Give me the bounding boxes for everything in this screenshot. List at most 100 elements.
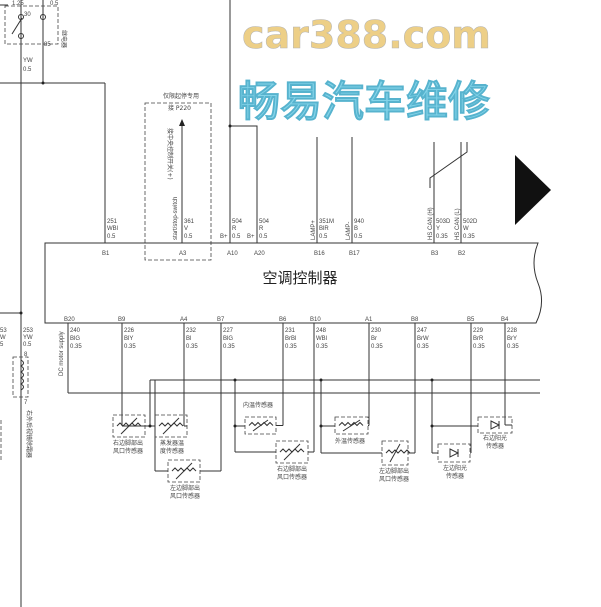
sensor-label: 内温传感器 <box>243 401 273 409</box>
wire-color: BrW <box>417 336 429 342</box>
left-wiring <box>0 0 105 607</box>
relay-name: 继电器 <box>60 30 68 48</box>
wire-gauge: 0.35 <box>124 344 136 350</box>
wire-label: 253 <box>23 328 34 334</box>
wire-color: BlR <box>319 226 329 232</box>
wire-gauge: 0.35 <box>223 344 235 350</box>
wire-gauge: 0.35 <box>436 234 448 240</box>
wire-color: R <box>232 226 237 232</box>
wire-color: BlY <box>124 336 133 342</box>
wire-number: 940 <box>354 219 365 225</box>
wire-gauge: 0.5 <box>184 234 193 240</box>
pin-label: A3 <box>179 251 187 257</box>
wire-number: 361 <box>184 219 195 225</box>
wire-color: R <box>259 226 264 232</box>
wire-gauge: 0.35 <box>507 344 519 350</box>
watermark-brand: 畅易汽车维修 <box>238 77 491 126</box>
wire-gauge: 0.5 <box>319 234 328 240</box>
photodiode-icon <box>490 420 501 430</box>
sensor-thermistor: 外温传感器 <box>334 323 370 445</box>
sensor-thermistor: 右边脚部出风口传感器 <box>275 323 315 481</box>
watermark-site: car388.com <box>242 13 491 57</box>
relay-label: 1.25 <box>12 1 24 7</box>
wire-gauge: 0.5 <box>259 234 268 240</box>
sensor-label: 外温传感器 <box>335 437 365 445</box>
pin-label: A1 <box>365 317 373 323</box>
pin-function: DC motor supply <box>59 331 65 376</box>
pin-label: B8 <box>411 317 419 323</box>
wire-number: 248 <box>316 328 327 334</box>
controller-title: 空调控制器 <box>262 269 337 287</box>
wire-number: 503D <box>436 219 451 225</box>
sensor-label: 左边脚部出风口传感器 <box>170 484 200 500</box>
pin-label: B10 <box>310 317 321 323</box>
start-stop-note: 仅限起停专用 <box>163 92 199 100</box>
wire-color: W <box>463 226 469 232</box>
device-label: 右外后视镜除霜器 <box>25 410 33 458</box>
start-stop-connect2: 接中央控制开关(+) <box>166 128 174 180</box>
pin-function: HS CAN (H) <box>428 207 434 240</box>
pin-label: B4 <box>501 317 509 323</box>
wire-number: 229 <box>473 328 484 334</box>
wire-gauge: 0.5 <box>107 234 116 240</box>
pin-label: B17 <box>349 251 360 257</box>
wire-number: 504 <box>259 219 270 225</box>
wire-color: Bl <box>186 336 191 342</box>
sensor-label: 左边脚部出风口传感器 <box>379 467 409 483</box>
sensor-label: 蒸发器温度传感器 <box>160 439 184 455</box>
wire-number: 230 <box>371 328 382 334</box>
wire-gauge: 0.35 <box>285 344 297 350</box>
start-stop-signal: start/stop-switch <box>173 197 179 240</box>
pin-label: B3 <box>431 251 439 257</box>
pin-label: B5 <box>467 317 475 323</box>
wire-color: WBl <box>316 336 327 342</box>
wire-gauge: 0.35 <box>371 344 383 350</box>
wire-color: Y <box>436 226 440 232</box>
sensor-thermistor: 内温传感器 <box>243 323 284 435</box>
wire-gauge: 0.35 <box>463 234 475 240</box>
wire-color: BrBl <box>285 336 296 342</box>
wire-number: 251 <box>107 219 118 225</box>
sensor-thermistor: 左边脚部出风口传感器 <box>167 323 222 500</box>
relay-label: 0.5 <box>50 1 59 7</box>
pin-label: B20 <box>64 317 75 323</box>
relay-label: 30 <box>24 12 31 18</box>
wire-gauge: 0.35 <box>417 344 429 350</box>
wire-color: V <box>184 226 188 232</box>
wire-color: WBl <box>107 226 118 232</box>
wire-gauge: 0.35 <box>186 344 198 350</box>
wire-number: 504 <box>232 219 243 225</box>
wire-gauge: 0.5 <box>354 234 363 240</box>
pin-label: A4 <box>180 317 188 323</box>
pin-function: LAMP- <box>346 222 352 240</box>
wire-color: B <box>354 226 358 232</box>
wire-gauge: 0.5 <box>23 67 32 73</box>
start-stop-box <box>144 102 212 261</box>
sensor-label: 右边阳光传感器 <box>483 434 507 450</box>
wire-number: 227 <box>223 328 234 334</box>
wire-label: 0.5 <box>23 342 32 348</box>
pin-function: HS CAN (L) <box>455 208 461 240</box>
wire-color: BlG <box>70 336 80 342</box>
photodiode-icon <box>449 448 460 458</box>
wire-gauge: 0.35 <box>70 344 82 350</box>
wire-number: 240 <box>70 328 81 334</box>
wire-number: 232 <box>186 328 197 334</box>
wire-label: 5 <box>0 342 4 348</box>
wire-number: 247 <box>417 328 428 334</box>
pin-label: B16 <box>314 251 325 257</box>
sensor-label: 右边脚部出风口传感器 <box>277 465 307 481</box>
sensor-label: 左边阳光传感器 <box>443 464 467 480</box>
wire-number: 226 <box>124 328 135 334</box>
relay-label: 85 <box>44 42 51 48</box>
wire-color: YW <box>23 58 33 64</box>
coil-pin: 7 <box>24 400 28 406</box>
wire-color: Br <box>371 336 377 342</box>
wire-color: BrR <box>473 336 484 342</box>
pin-label: B9 <box>118 317 126 323</box>
pin-function: B+ <box>220 234 228 240</box>
pin-label: B1 <box>102 251 110 257</box>
wire-gauge: 0.5 <box>232 234 241 240</box>
thermistor-icon <box>338 421 364 427</box>
